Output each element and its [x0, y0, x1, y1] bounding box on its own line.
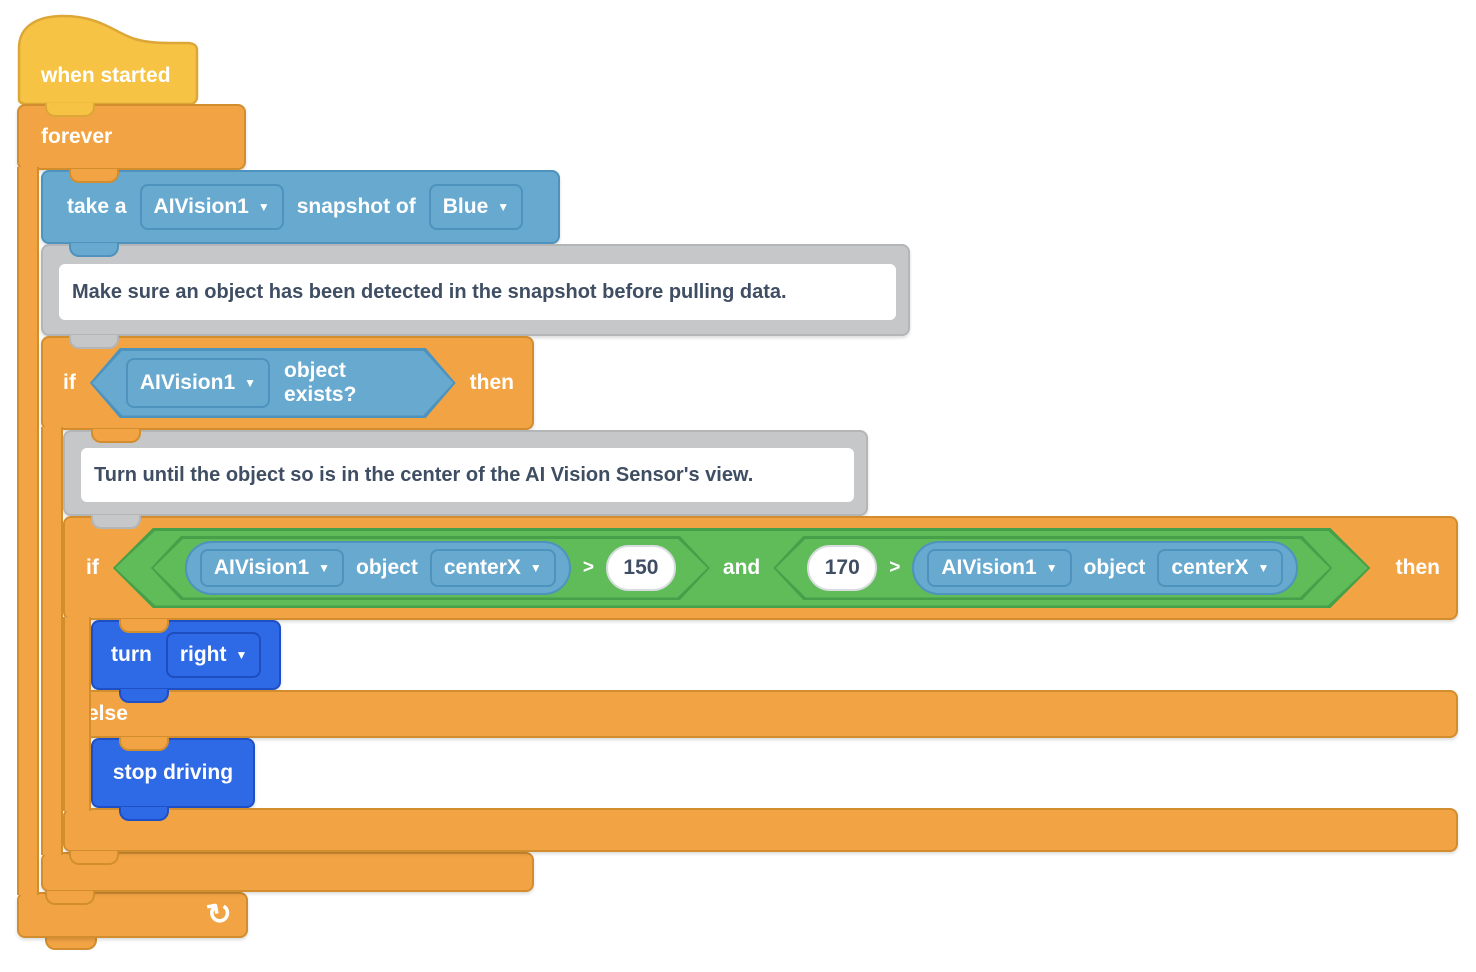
object-exists-label: object exists?	[284, 359, 357, 406]
notch	[119, 807, 169, 821]
notch	[69, 243, 119, 257]
device-dropdown[interactable]: AIVision1 ▼	[199, 549, 345, 587]
comment-text-field[interactable]: Turn until the object so is in the cente…	[81, 448, 854, 502]
if-label: if	[86, 556, 99, 579]
if-centered-left-rail[interactable]	[63, 617, 91, 811]
block-forever-header[interactable]: forever	[17, 104, 246, 170]
greater-than-operator: >	[889, 557, 901, 578]
notch	[119, 689, 169, 703]
color-dropdown-value: Blue	[442, 195, 489, 218]
if-label: if	[63, 371, 76, 394]
turn-label: turn	[111, 643, 152, 666]
object-exists-condition-hexagon[interactable]: AIVision1 ▼ object exists?	[90, 348, 456, 418]
greater-than-hexagon-right[interactable]: 170 > AIVision1 ▼ object centerX ▼	[773, 536, 1332, 600]
dropdown-caret-icon: ▼	[257, 200, 270, 214]
direction-dropdown[interactable]: right ▼	[165, 632, 262, 678]
dropdown-caret-icon: ▼	[244, 376, 257, 390]
block-if-centered-else-bar[interactable]: else	[63, 690, 1458, 738]
direction-dropdown-value: right	[179, 643, 227, 666]
take-snapshot-infix: snapshot of	[296, 195, 416, 218]
then-label: then	[1395, 556, 1440, 579]
if-object-exists-left-rail[interactable]	[41, 427, 63, 855]
notch	[45, 103, 95, 117]
device-dropdown-value: AIVision1	[153, 195, 249, 218]
comment-block-detect[interactable]: Make sure an object has been detected in…	[41, 244, 910, 336]
comment-turn-text: Turn until the object so is in the cente…	[94, 463, 754, 486]
and-label: and	[722, 556, 761, 579]
object-label: object	[1083, 556, 1146, 579]
color-dropdown[interactable]: Blue ▼	[428, 184, 524, 230]
notch	[91, 429, 141, 443]
forever-bottom-tab	[45, 934, 97, 950]
notch	[69, 335, 119, 349]
property-dropdown[interactable]: centerX ▼	[429, 549, 556, 587]
property-dropdown[interactable]: centerX ▼	[1157, 549, 1284, 587]
notch	[119, 737, 169, 751]
notch	[45, 891, 95, 905]
block-take-snapshot[interactable]: take a AIVision1 ▼ snapshot of Blue ▼	[41, 170, 560, 244]
block-if-object-exists-footer[interactable]	[41, 852, 534, 892]
comment-detect-text: Make sure an object has been detected in…	[72, 280, 787, 303]
greater-than-hexagon-left[interactable]: AIVision1 ▼ object centerX ▼ > 150	[151, 536, 710, 600]
and-operator-hexagon[interactable]: AIVision1 ▼ object centerX ▼ > 150 and 1…	[113, 528, 1371, 608]
property-dropdown-value: centerX	[1171, 556, 1249, 579]
notch	[119, 619, 169, 633]
number-input[interactable]: 150	[605, 545, 676, 591]
dropdown-caret-icon: ▼	[1257, 561, 1270, 575]
forever-left-rail[interactable]	[17, 167, 39, 895]
device-dropdown-value: AIVision1	[213, 556, 310, 579]
dropdown-caret-icon: ▼	[497, 200, 510, 214]
block-stop-driving[interactable]: stop driving	[91, 738, 255, 808]
block-when-started[interactable]: when started	[17, 12, 199, 106]
device-dropdown-value: AIVision1	[941, 556, 1037, 579]
device-dropdown[interactable]: AIVision1 ▼	[927, 549, 1072, 587]
object-centerx-reporter[interactable]: AIVision1 ▼ object centerX ▼	[912, 541, 1299, 595]
property-dropdown-value: centerX	[443, 556, 521, 579]
dropdown-caret-icon: ▼	[235, 648, 248, 662]
block-if-centered-header[interactable]: if AIVision1 ▼ object centerX ▼ > 150	[63, 516, 1458, 620]
loop-arrow-icon: ↻	[204, 896, 235, 933]
forever-label: forever	[41, 125, 113, 148]
object-centerx-reporter[interactable]: AIVision1 ▼ object centerX ▼	[184, 541, 571, 595]
dropdown-caret-icon: ▼	[1045, 561, 1058, 575]
notch	[69, 169, 119, 183]
device-dropdown[interactable]: AIVision1 ▼	[125, 358, 271, 408]
comment-text-field[interactable]: Make sure an object has been detected in…	[59, 264, 896, 320]
block-if-object-exists-header[interactable]: if AIVision1 ▼ object exists? then	[41, 336, 534, 430]
dropdown-caret-icon: ▼	[318, 561, 331, 575]
block-turn[interactable]: turn right ▼	[91, 620, 281, 690]
dropdown-caret-icon: ▼	[529, 561, 542, 575]
number-input[interactable]: 170	[807, 545, 878, 591]
comment-block-turn[interactable]: Turn until the object so is in the cente…	[63, 430, 868, 516]
greater-than-operator: >	[582, 557, 594, 578]
block-if-centered-footer[interactable]	[63, 808, 1458, 852]
object-label: object	[356, 556, 418, 579]
notch	[91, 515, 141, 529]
stop-driving-label: stop driving	[112, 761, 234, 784]
notch	[69, 851, 119, 865]
hat-shape	[17, 14, 199, 106]
then-label: then	[469, 371, 514, 394]
when-started-label: when started	[41, 64, 171, 87]
device-dropdown[interactable]: AIVision1 ▼	[139, 184, 284, 230]
take-snapshot-prefix: take a	[67, 195, 127, 218]
device-dropdown-value: AIVision1	[139, 371, 236, 394]
else-label: else	[87, 702, 128, 725]
